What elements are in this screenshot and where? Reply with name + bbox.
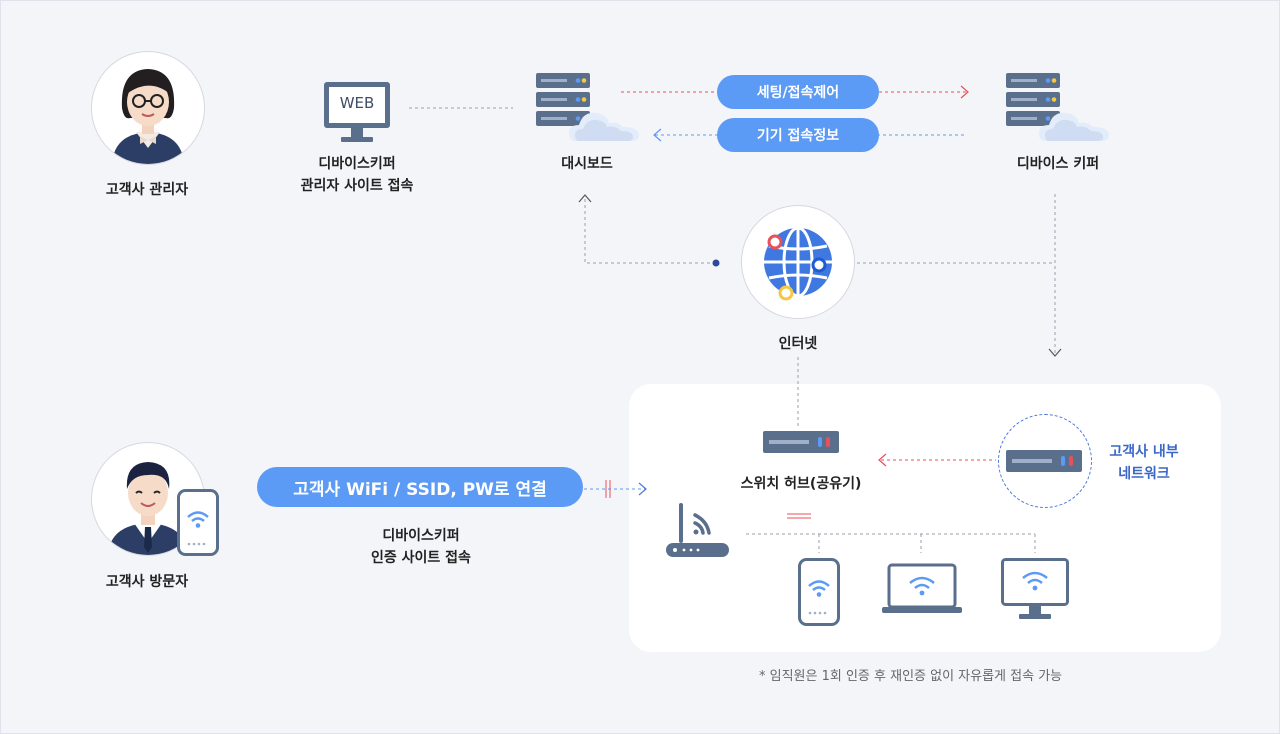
- employee-phone-icon: [798, 558, 840, 626]
- laptop-icon: [881, 563, 963, 615]
- settings-control-pill: 세팅/접속제어: [717, 75, 879, 109]
- footnote: * 임직원은 1회 인증 후 재인증 없이 자유롭게 접속 가능: [759, 669, 1063, 684]
- visitor-person-icon: [108, 462, 188, 555]
- web-site-label-line2: 관리자 사이트 접속: [300, 178, 414, 194]
- admin-avatar: [91, 51, 205, 165]
- dashboard-server-icon: [535, 73, 641, 145]
- visitor-phone-icon: [177, 489, 219, 556]
- device-info-pill: 기기 접속정보: [717, 118, 879, 152]
- internet-circle: [741, 205, 855, 319]
- internal-network-circle: [998, 414, 1092, 508]
- wifi-connect-pill: 고객사 WiFi / SSID, PW로 연결: [257, 467, 583, 507]
- internet-label: 인터넷: [778, 336, 818, 352]
- switch-hub-icon: [763, 431, 839, 453]
- device-keeper-server-icon: [1005, 73, 1111, 145]
- internal-network-label-line1: 고객사 내부: [1109, 444, 1179, 460]
- router-icon: [665, 499, 731, 559]
- internal-server-icon: [1006, 450, 1082, 472]
- auth-site-label-line1: 디바이스키퍼: [382, 528, 460, 544]
- internal-network-label-line2: 네트워크: [1118, 466, 1170, 482]
- web-site-label-line1: 디바이스키퍼: [318, 156, 396, 172]
- dashboard-label: 대시보드: [561, 156, 613, 172]
- desktop-monitor-icon: [1001, 558, 1069, 622]
- admin-person-icon: [112, 69, 184, 164]
- monitor-text: WEB: [339, 94, 375, 112]
- globe-icon: [764, 226, 832, 301]
- auth-site-label-line2: 인증 사이트 접속: [371, 550, 471, 566]
- visitor-label: 고객사 방문자: [105, 574, 189, 590]
- device-keeper-label: 디바이스 키퍼: [1016, 156, 1100, 172]
- web-monitor-icon: WEB: [323, 81, 391, 145]
- switch-hub-label: 스위치 허브(공유기): [740, 476, 862, 492]
- admin-label: 고객사 관리자: [105, 182, 189, 198]
